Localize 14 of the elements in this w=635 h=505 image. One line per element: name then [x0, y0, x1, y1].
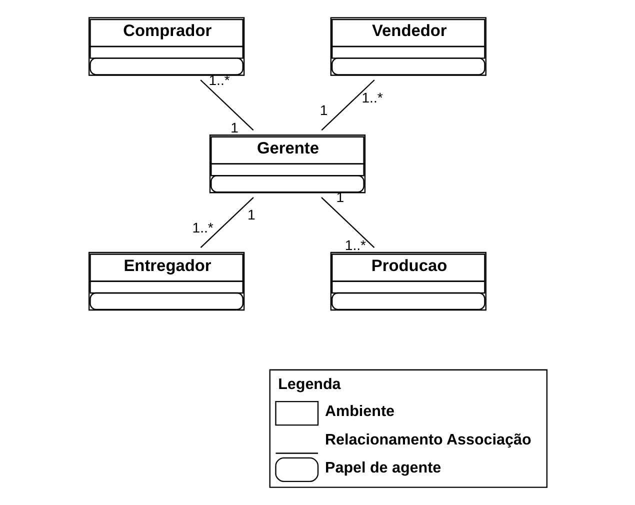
label: 1..* — [192, 220, 213, 236]
label: 1..* — [361, 89, 382, 106]
connector — [200, 196, 254, 248]
legend-label: Papel de agente — [324, 459, 441, 476]
label: Legenda — [278, 376, 340, 394]
label: 1 — [246, 206, 255, 223]
connector — [320, 80, 374, 131]
legend-label: Relacionamento Associação — [324, 431, 531, 448]
label: 1 — [319, 102, 328, 118]
label: 1..* — [344, 237, 366, 254]
connector — [320, 196, 374, 248]
connector — [200, 80, 254, 131]
legend-label: Ambiente — [324, 403, 394, 420]
label: 1 — [230, 120, 238, 136]
